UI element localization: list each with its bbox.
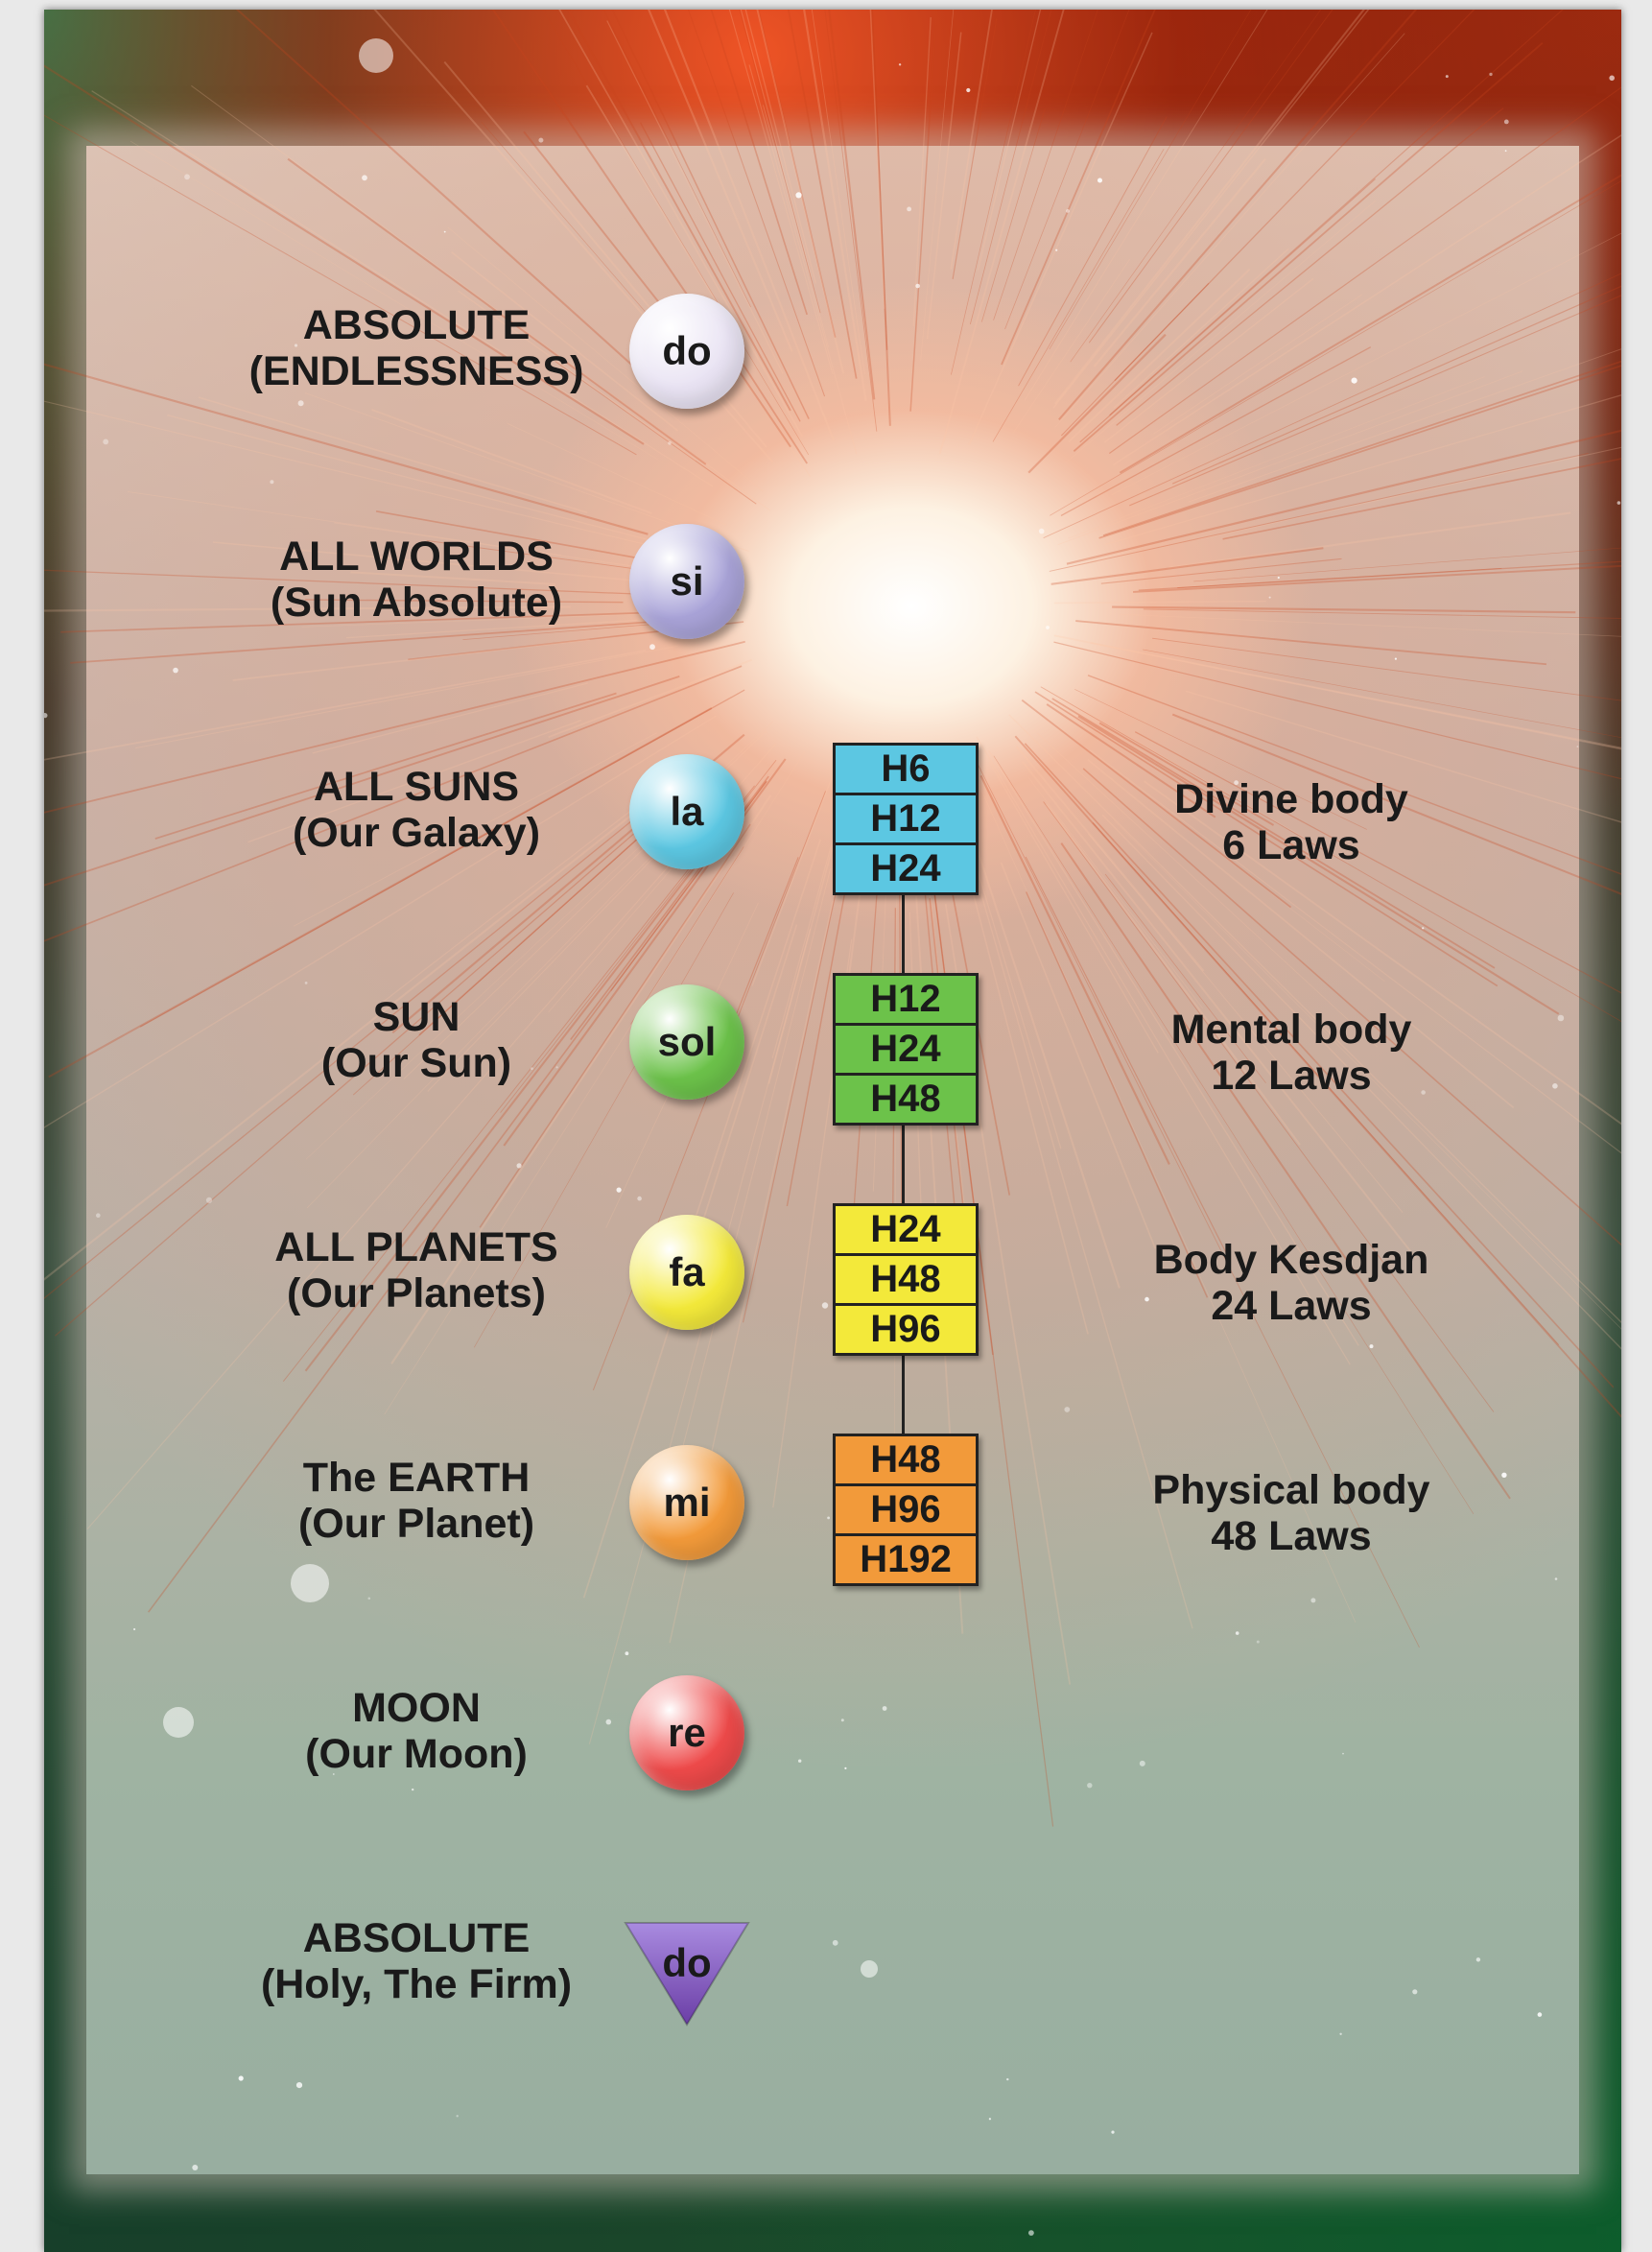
level-title: ABSOLUTE — [215, 302, 618, 348]
body-laws: 12 Laws — [1090, 1053, 1493, 1099]
note-la: la — [629, 754, 744, 869]
level-subtitle: (ENDLESSNESS) — [215, 348, 618, 394]
note-fa: fa — [629, 1215, 744, 1330]
body-label-divine: Divine body 6 Laws — [1090, 776, 1493, 868]
hydrogen-cell: H12 — [836, 795, 976, 845]
body-label-physical: Physical body 48 Laws — [1090, 1467, 1493, 1559]
note-label: sol — [658, 1019, 717, 1065]
level-title: ALL SUNS — [215, 764, 618, 810]
hydrogen-cell: H48 — [836, 1436, 976, 1486]
body-name: Physical body — [1090, 1467, 1493, 1513]
level-label-all-suns: ALL SUNS (Our Galaxy) — [215, 764, 618, 856]
level-title: The EARTH — [215, 1455, 618, 1501]
level-title: ABSOLUTE — [215, 1915, 618, 1961]
hydrogen-cell: H96 — [836, 1486, 976, 1536]
level-subtitle: (Holy, The Firm) — [215, 1961, 618, 2007]
body-laws: 6 Laws — [1090, 822, 1493, 868]
body-laws: 48 Laws — [1090, 1513, 1493, 1559]
level-subtitle: (Our Galaxy) — [215, 810, 618, 856]
level-label-all-planets: ALL PLANETS (Our Planets) — [215, 1224, 618, 1316]
level-label-absolute: ABSOLUTE (ENDLESSNESS) — [215, 302, 618, 394]
level-subtitle: (Our Planet) — [215, 1501, 618, 1547]
note-do-top: do — [629, 294, 744, 409]
hydrogen-stack-divine: H6 H12 H24 — [833, 743, 979, 895]
level-label-absolute-holy: ABSOLUTE (Holy, The Firm) — [215, 1915, 618, 2007]
level-label-all-worlds: ALL WORLDS (Sun Absolute) — [215, 533, 618, 626]
hydrogen-cell: H192 — [836, 1536, 976, 1583]
body-name: Body Kesdjan — [1090, 1237, 1493, 1283]
stack-connector — [902, 1125, 905, 1215]
level-title: ALL WORLDS — [215, 533, 618, 580]
hydrogen-stack-kesdjan: H24 H48 H96 — [833, 1203, 979, 1356]
stack-connector — [902, 1355, 905, 1445]
body-name: Mental body — [1090, 1007, 1493, 1053]
level-subtitle: (Our Sun) — [215, 1040, 618, 1086]
note-label: do — [662, 328, 711, 374]
hydrogen-cell: H24 — [836, 1206, 976, 1256]
ray-of-creation-diagram: ABSOLUTE (ENDLESSNESS) do ALL WORLDS (Su… — [44, 10, 1621, 2252]
hydrogen-cell: H24 — [836, 845, 976, 892]
level-title: SUN — [215, 994, 618, 1040]
hydrogen-cell: H24 — [836, 1026, 976, 1076]
level-title: ALL PLANETS — [215, 1224, 618, 1270]
hydrogen-cell: H6 — [836, 746, 976, 795]
level-title: MOON — [215, 1685, 618, 1731]
note-si: si — [629, 524, 744, 639]
note-sol: sol — [629, 984, 744, 1100]
note-label: re — [668, 1710, 706, 1756]
hydrogen-cell: H96 — [836, 1306, 976, 1353]
note-mi: mi — [629, 1445, 744, 1560]
level-label-moon: MOON (Our Moon) — [215, 1685, 618, 1777]
note-re: re — [629, 1675, 744, 1790]
note-label: fa — [669, 1249, 704, 1295]
note-label: mi — [663, 1480, 710, 1526]
body-label-kesdjan: Body Kesdjan 24 Laws — [1090, 1237, 1493, 1329]
level-label-sun: SUN (Our Sun) — [215, 994, 618, 1086]
body-name: Divine body — [1090, 776, 1493, 822]
hydrogen-cell: H48 — [836, 1256, 976, 1306]
hydrogen-cell: H12 — [836, 976, 976, 1026]
level-label-earth: The EARTH (Our Planet) — [215, 1455, 618, 1547]
level-subtitle: (Our Planets) — [215, 1270, 618, 1316]
note-label: la — [670, 789, 703, 835]
body-label-mental: Mental body 12 Laws — [1090, 1007, 1493, 1099]
background-frame: ABSOLUTE (ENDLESSNESS) do ALL WORLDS (Su… — [44, 10, 1621, 2252]
hydrogen-stack-mental: H12 H24 H48 — [833, 973, 979, 1126]
hydrogen-cell: H48 — [836, 1076, 976, 1123]
body-laws: 24 Laws — [1090, 1283, 1493, 1329]
level-subtitle: (Our Moon) — [215, 1731, 618, 1777]
level-subtitle: (Sun Absolute) — [215, 580, 618, 626]
note-label: do — [620, 1940, 754, 1986]
stack-connector — [902, 894, 905, 984]
note-label: si — [670, 558, 703, 604]
hydrogen-stack-physical: H48 H96 H192 — [833, 1434, 979, 1586]
